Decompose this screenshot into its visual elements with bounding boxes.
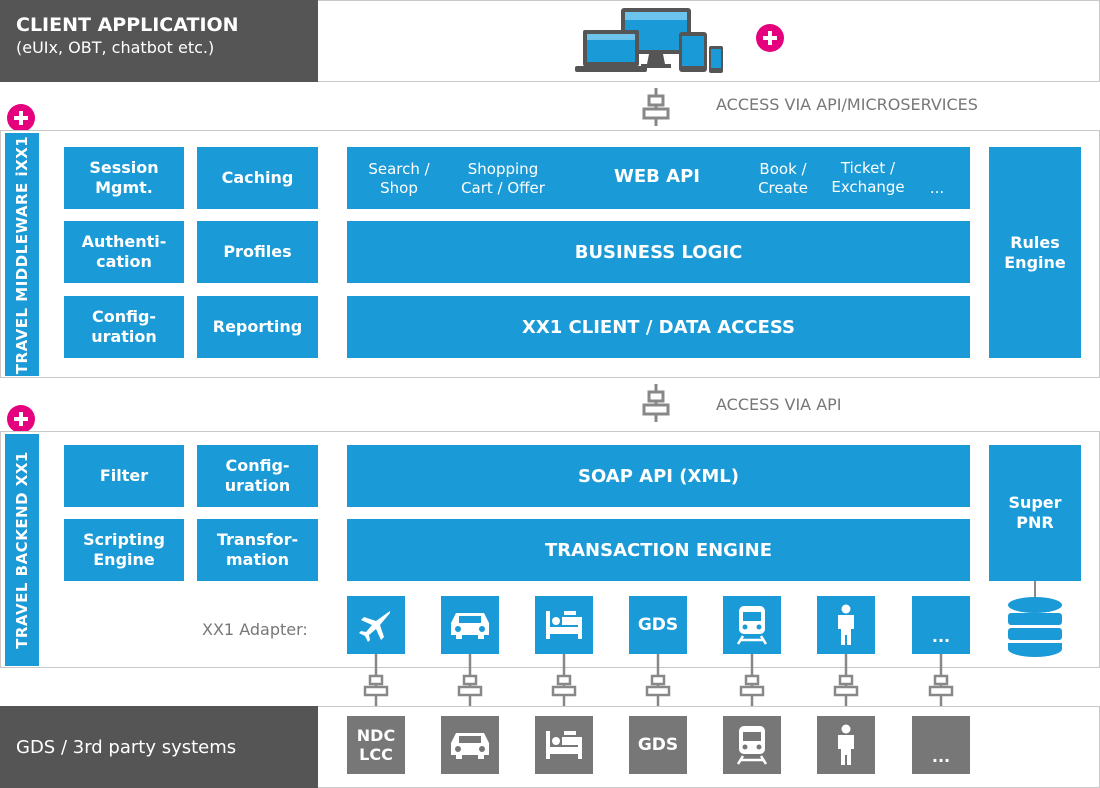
config-line1: Config- (91, 307, 157, 326)
business-logic-label: BUSINESS LOGIC (574, 241, 743, 263)
third-party-car-icon (441, 716, 499, 774)
third-party-hotel-bed-icon (535, 716, 593, 774)
super-pnr-db-link (1034, 581, 1036, 598)
reporting-box: Reporting (197, 296, 318, 358)
authentication-box: Authenti- cation (64, 221, 184, 283)
super-pnr-line2: PNR (1016, 513, 1054, 532)
caching-label: Caching (221, 168, 294, 187)
adapter-train-icon (723, 596, 781, 654)
adapter-more-label: ... (931, 627, 951, 646)
backend-configuration-box: Config- uration (197, 445, 318, 507)
third-party-header: GDS / 3rd party systems (0, 706, 318, 788)
super-pnr-line1: Super (1008, 493, 1062, 512)
shopping-line2: Cart / Offer (461, 179, 545, 197)
middleware-expand-plus-icon[interactable] (7, 104, 35, 132)
third-party-more-label: ... (931, 747, 951, 766)
adapter-flight-plane-icon (347, 596, 405, 654)
adapter-more: ... (912, 596, 970, 654)
web-api-more: ... (929, 179, 945, 197)
client-expand-plus-icon[interactable] (756, 24, 784, 52)
filter-label: Filter (99, 466, 149, 485)
api-connector-icon (641, 88, 671, 126)
profiles-label: Profiles (223, 242, 292, 261)
search-line1: Search / (368, 160, 430, 178)
transformation-line1: Transfor- (216, 530, 299, 549)
rules-line1: Rules (1010, 232, 1060, 252)
book-line2: Create (758, 179, 808, 197)
backend-config-line2: uration (224, 476, 291, 495)
web-api-ticket: Ticket / Exchange (823, 159, 913, 197)
auth-line2: cation (96, 252, 152, 271)
session-line2: Mgmt. (95, 178, 153, 197)
transaction-engine-bar: TRANSACTION ENGINE (347, 519, 970, 581)
backend-side-label: TRAVEL BACKEND XX1 (5, 434, 39, 666)
access-via-api-label: ACCESS VIA API (716, 395, 842, 414)
ticket-line2: Exchange (831, 178, 905, 196)
rules-line2: Engine (1004, 252, 1066, 272)
ndc-line2: LCC (359, 745, 393, 764)
client-application-title: CLIENT APPLICATION (16, 14, 239, 36)
api-connector-icon (641, 384, 671, 422)
soap-api-label: SOAP API (XML) (578, 465, 739, 487)
scripting-line2: Engine (93, 550, 155, 569)
rules-engine-box: Rules Engine (989, 147, 1081, 358)
transformation-box: Transfor- mation (197, 519, 318, 581)
third-party-train-icon (723, 716, 781, 774)
web-api-bar: Search / Shop Shopping Cart / Offer WEB … (347, 147, 970, 209)
web-api-title: WEB API (614, 166, 700, 187)
scripting-engine-box: Scripting Engine (64, 519, 184, 581)
adapter-gds-label: GDS (637, 615, 679, 635)
database-icon (1006, 596, 1064, 658)
ndc-line1: NDC (356, 726, 396, 745)
data-access-bar: XX1 CLIENT / DATA ACCESS (347, 296, 970, 358)
backend-expand-plus-icon[interactable] (7, 405, 35, 433)
third-party-label: GDS / 3rd party systems (16, 736, 237, 758)
client-application-subtitle: (eUIx, OBT, chatbot etc.) (16, 38, 215, 57)
adapter-label: XX1 Adapter: (202, 620, 308, 639)
config-line2: uration (91, 327, 157, 346)
third-party-more: ... (912, 716, 970, 774)
shopping-line1: Shopping (467, 160, 539, 178)
adapter-car-icon (441, 596, 499, 654)
client-application-header: CLIENT APPLICATION (eUIx, OBT, chatbot e… (0, 0, 318, 82)
adapter-hotel-bed-icon (535, 596, 593, 654)
access-via-microservices-label: ACCESS VIA API/MICROSERVICES (716, 95, 978, 114)
web-api-shopping: Shopping Cart / Offer (451, 160, 555, 198)
scripting-line1: Scripting (83, 530, 165, 549)
reporting-label: Reporting (212, 317, 303, 336)
auth-line1: Authenti- (81, 232, 167, 251)
devices-icon (573, 6, 725, 76)
soap-api-bar: SOAP API (XML) (347, 445, 970, 507)
transaction-engine-label: TRANSACTION ENGINE (544, 539, 773, 561)
profiles-box: Profiles (197, 221, 318, 283)
book-line1: Book / (759, 160, 807, 178)
web-api-book: Book / Create (743, 160, 823, 198)
ticket-line1: Ticket / (840, 159, 896, 177)
web-api-search: Search / Shop (357, 160, 441, 198)
third-party-person-icon (817, 716, 875, 774)
business-logic-bar: BUSINESS LOGIC (347, 221, 970, 283)
middleware-side-label: TRAVEL MIDDLEWARE iXX1 (5, 133, 39, 376)
backend-config-line1: Config- (225, 456, 290, 475)
super-pnr-box: Super PNR (989, 445, 1081, 581)
third-party-gds: GDS (629, 716, 687, 774)
transformation-line2: mation (226, 550, 289, 569)
caching-box: Caching (197, 147, 318, 209)
adapter-gds: GDS (629, 596, 687, 654)
session-line1: Session (89, 158, 159, 177)
adapter-connectors (363, 654, 954, 714)
third-party-gds-label: GDS (637, 735, 679, 755)
data-access-label: XX1 CLIENT / DATA ACCESS (522, 316, 795, 338)
filter-box: Filter (64, 445, 184, 507)
configuration-box: Config- uration (64, 296, 184, 358)
search-line2: Shop (380, 179, 418, 197)
adapter-person-icon (817, 596, 875, 654)
third-party-ndc-lcc: NDC LCC (347, 716, 405, 774)
session-mgmt-box: Session Mgmt. (64, 147, 184, 209)
